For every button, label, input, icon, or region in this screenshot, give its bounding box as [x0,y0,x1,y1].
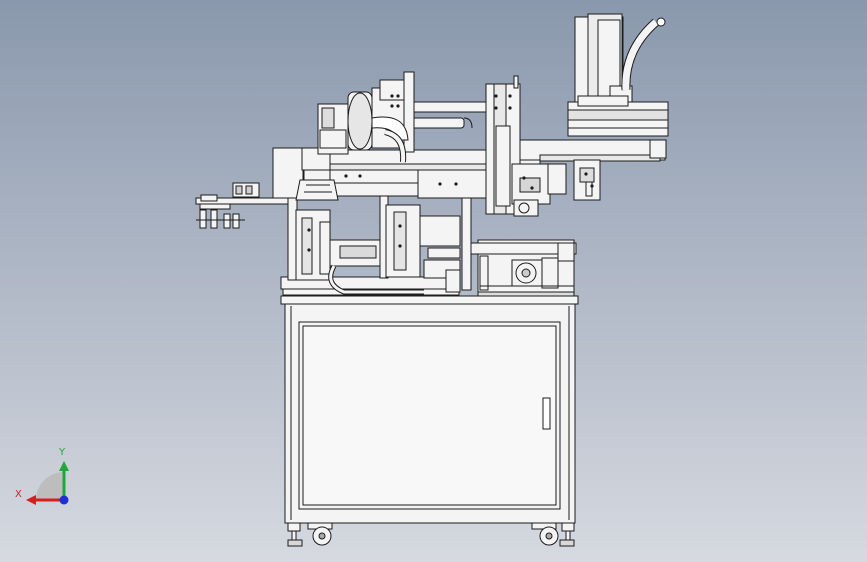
casters [287,522,575,547]
fastener-holes [307,94,594,252]
lower-mechanisms [295,204,461,295]
cabinet [280,295,579,524]
z-axis-module [485,75,567,217]
top-motor [317,71,415,163]
triad-plane [36,472,64,500]
left-fixtures [195,182,289,229]
scara-robot [567,13,669,201]
y-axis-label: Y [58,447,66,458]
orientation-triad[interactable]: X Y [15,447,69,505]
x-axis-label: X [15,489,22,500]
door-handle [542,397,551,430]
y-axis-arrowhead [59,461,69,471]
x-axis-arrowhead [26,495,36,505]
z-axis-dot [59,495,69,505]
